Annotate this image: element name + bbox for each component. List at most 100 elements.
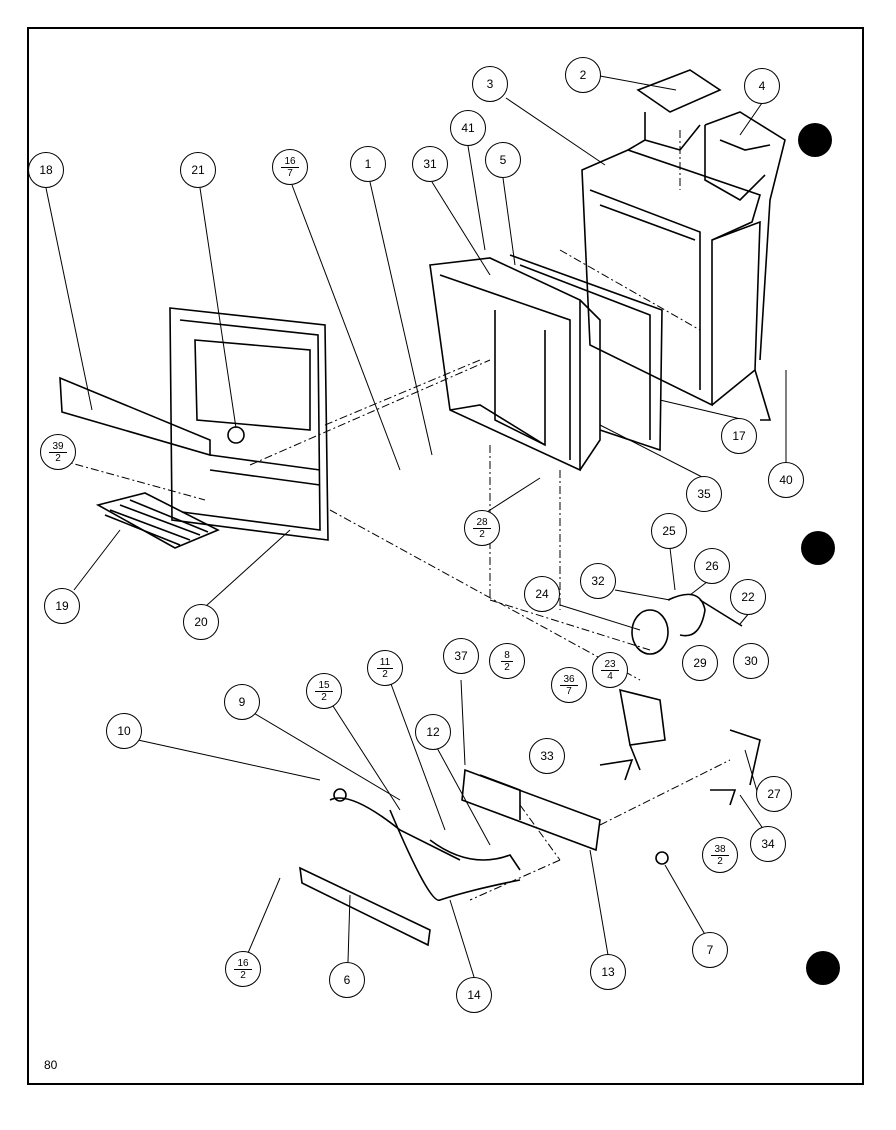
callout-1: 1 (350, 146, 386, 182)
callout-number: 10 (117, 724, 131, 738)
callout-number: 4 (758, 79, 766, 93)
callout-25: 25 (651, 513, 687, 549)
page-number: 80 (44, 1058, 58, 1072)
callout-number: 37 (454, 649, 468, 663)
callout-12: 12 (415, 714, 451, 750)
callout-denominator: 2 (321, 691, 327, 703)
callout-4: 4 (744, 68, 780, 104)
dispenser-housing (581, 149, 772, 421)
duct-part (704, 111, 786, 361)
callout-number: 12 (426, 725, 440, 739)
callout-number: 32 (591, 574, 605, 588)
clamp-ring (667, 593, 706, 637)
callout-number: 6 (343, 973, 351, 987)
bottom-bracket (299, 866, 431, 947)
callout-denominator: 2 (479, 528, 485, 540)
callout-6: 6 (329, 962, 365, 998)
callout-number: 17 (732, 429, 746, 443)
callout-number: 33 (540, 749, 554, 763)
cover-strip (59, 376, 211, 457)
ice-chute (627, 69, 722, 151)
callout-30: 30 (733, 643, 769, 679)
callout-32: 32 (580, 563, 616, 599)
callout-number: 21 (191, 163, 205, 177)
callout-denominator: 2 (382, 668, 388, 680)
callout-37: 37 (443, 638, 479, 674)
callout-numerator: 39 (49, 441, 67, 453)
callout-number: 18 (39, 163, 53, 177)
callout-22: 22 (730, 579, 766, 615)
callout-number: 9 (238, 695, 246, 709)
callout-number: 20 (194, 615, 208, 629)
callout-number: 1 (364, 157, 372, 171)
callout-number: 31 (423, 157, 437, 171)
callout-number: 2 (579, 68, 587, 82)
callout-19: 19 (44, 588, 80, 624)
callout-number: 14 (467, 988, 481, 1002)
callout-numerator: 16 (281, 156, 299, 168)
callout-denominator: 7 (566, 685, 572, 697)
inner-housing-box (429, 257, 601, 472)
callout-numerator: 8 (501, 650, 513, 662)
washer (655, 851, 669, 865)
callout-20: 20 (183, 604, 219, 640)
lamp-bulb (227, 426, 245, 444)
callout-number: 19 (55, 599, 69, 613)
callout-denominator: 7 (287, 167, 293, 179)
callout-numerator: 16 (234, 958, 252, 970)
callout-denominator: 2 (717, 855, 723, 867)
callout-number: 13 (601, 965, 615, 979)
callout-14: 14 (456, 977, 492, 1013)
callout-9: 9 (224, 684, 260, 720)
callout-34: 34 (750, 826, 786, 862)
callout-17: 17 (721, 418, 757, 454)
drip-grille (95, 492, 220, 549)
callout-numerator: 15 (315, 680, 333, 692)
callout-41: 41 (450, 110, 486, 146)
callout-number: 34 (761, 837, 775, 851)
callout-3: 3 (472, 66, 508, 102)
callout-number: 30 (744, 654, 758, 668)
registration-dot-top (798, 123, 832, 157)
callout-number: 27 (767, 787, 781, 801)
callout-40: 40 (768, 462, 804, 498)
motor-body (631, 609, 669, 655)
registration-dot-bottom (806, 951, 840, 985)
shaft-rod (699, 599, 743, 627)
callout-33: 33 (529, 738, 565, 774)
callout-number: 3 (486, 77, 494, 91)
actuator-plate (461, 768, 601, 852)
callout-number: 22 (741, 590, 755, 604)
callout-26: 26 (694, 548, 730, 584)
callout-number: 24 (535, 587, 549, 601)
callout-number: 29 (693, 656, 707, 670)
callout-31: 31 (412, 146, 448, 182)
callout-number: 26 (705, 559, 719, 573)
callout-numerator: 36 (560, 674, 578, 686)
callout-number: 40 (779, 473, 793, 487)
callout-numerator: 38 (711, 844, 729, 856)
callout-2: 2 (565, 57, 601, 93)
registration-dot-middle (801, 531, 835, 565)
callout-29: 29 (682, 645, 718, 681)
diagram-frame (27, 27, 864, 1085)
lever-parts (599, 688, 761, 806)
callout-numerator: 11 (376, 657, 394, 669)
gasket-frame (509, 254, 663, 452)
callout-number: 7 (706, 943, 714, 957)
callout-27: 27 (756, 776, 792, 812)
callout-18: 18 (28, 152, 64, 188)
callout-number: 35 (697, 487, 711, 501)
callout-denominator: 2 (240, 969, 246, 981)
callout-denominator: 2 (504, 661, 510, 673)
